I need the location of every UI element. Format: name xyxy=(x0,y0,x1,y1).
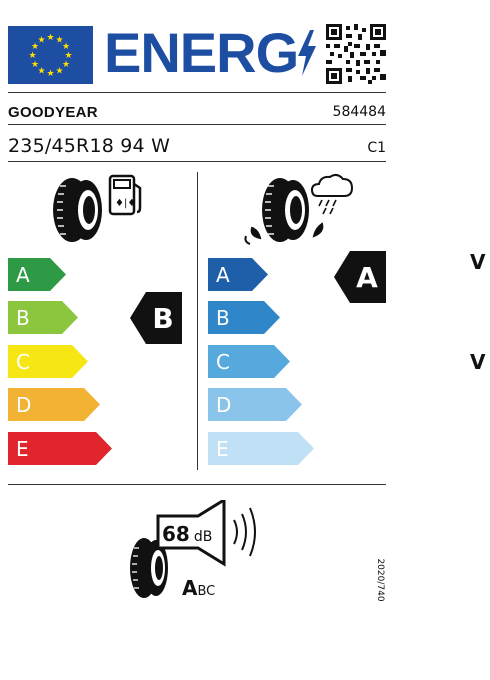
divider-top xyxy=(8,92,386,93)
tyre-icon xyxy=(130,538,168,598)
qr-code-icon xyxy=(326,24,386,84)
wet-rating-indicator: A xyxy=(334,251,386,303)
wet-class-label: E xyxy=(216,436,229,461)
tyre-size-designation: 235/45R18 94 W xyxy=(8,135,171,157)
side-mark: V xyxy=(470,350,486,374)
tyre-class: C1 xyxy=(367,140,386,156)
fuel-class-label: D xyxy=(16,392,32,417)
wet-class-arrow-d: D xyxy=(208,388,302,421)
svg-text:★: ★ xyxy=(64,51,72,61)
wet-class-label: C xyxy=(216,349,230,374)
fuel-class-label: C xyxy=(16,349,30,374)
wet-class-arrow-c: C xyxy=(208,345,290,378)
model-identifier: 584484 xyxy=(332,104,386,120)
divider-supplier xyxy=(8,124,386,125)
speaker-icon xyxy=(156,500,226,567)
sound-waves-icon xyxy=(233,507,256,557)
side-mark: V xyxy=(470,250,486,274)
noise-unit: dB xyxy=(193,529,213,545)
wet-class-label: A xyxy=(216,262,230,287)
noise-value-box: 68 dB xyxy=(162,522,220,548)
svg-text:★: ★ xyxy=(46,33,54,43)
energy-title-text: ENERG xyxy=(104,21,299,84)
eu-flag: ★ ★ ★ ★ ★ ★ ★ ★ ★ ★ ★ ★ xyxy=(8,26,93,84)
wet-class-arrow-a: A xyxy=(208,258,268,291)
svg-text:★: ★ xyxy=(55,36,63,46)
svg-text:★: ★ xyxy=(28,51,36,61)
fuel-class-label: B xyxy=(16,305,30,330)
divider-size xyxy=(8,161,386,162)
splash-icon xyxy=(244,222,324,245)
fuel-class-arrow-e: E xyxy=(8,432,112,465)
noise-class-others: BC xyxy=(197,584,216,599)
divider-bottom xyxy=(8,484,386,485)
fuel-class-arrow-c: C xyxy=(8,345,88,378)
regulation-number: 2020/740 xyxy=(375,558,385,602)
noise-icon xyxy=(130,500,256,598)
supplier-name: GOODYEAR xyxy=(8,104,98,121)
fuel-class-arrow-b: B xyxy=(8,301,78,334)
noise-class-label: A BC xyxy=(182,576,215,600)
lightning-icon xyxy=(298,30,316,76)
fuel-scale: A B C D E xyxy=(8,258,188,468)
svg-text:★: ★ xyxy=(37,36,45,46)
wet-class-arrow-b: B xyxy=(208,301,280,334)
tyre-icon xyxy=(262,178,309,242)
wet-class-arrow-e: E xyxy=(208,432,314,465)
svg-text:★: ★ xyxy=(55,67,63,77)
energy-title: ENERG xyxy=(104,22,319,84)
fuel-pump-icon: ♦|♦ xyxy=(108,174,142,216)
svg-text:♦|♦: ♦|♦ xyxy=(115,198,136,209)
wet-grip-icon xyxy=(244,173,354,245)
fuel-class-arrow-d: D xyxy=(8,388,100,421)
fuel-rating-letter: B xyxy=(152,301,174,335)
noise-class-selected: A xyxy=(182,576,198,600)
fuel-class-label: A xyxy=(16,262,30,287)
fuel-class-arrow-a: A xyxy=(8,258,66,291)
svg-text:★: ★ xyxy=(62,42,70,52)
svg-text:★: ★ xyxy=(62,60,70,70)
wet-class-label: B xyxy=(216,305,230,330)
wet-class-label: D xyxy=(216,392,232,417)
column-divider xyxy=(197,172,198,470)
noise-value: 68 xyxy=(162,522,190,546)
svg-text:★: ★ xyxy=(31,60,39,70)
fuel-class-label: E xyxy=(16,436,29,461)
svg-text:★: ★ xyxy=(46,69,54,79)
wet-rating-letter: A xyxy=(356,260,378,294)
fuel-rating-indicator: B xyxy=(130,292,182,344)
tyre-icon xyxy=(53,178,102,242)
rain-cloud-icon xyxy=(310,173,354,215)
svg-text:★: ★ xyxy=(37,67,45,77)
wet-grip-scale: A B C D E xyxy=(208,258,388,468)
fuel-efficiency-icon: ♦|♦ xyxy=(53,174,142,242)
svg-text:★: ★ xyxy=(31,42,39,52)
